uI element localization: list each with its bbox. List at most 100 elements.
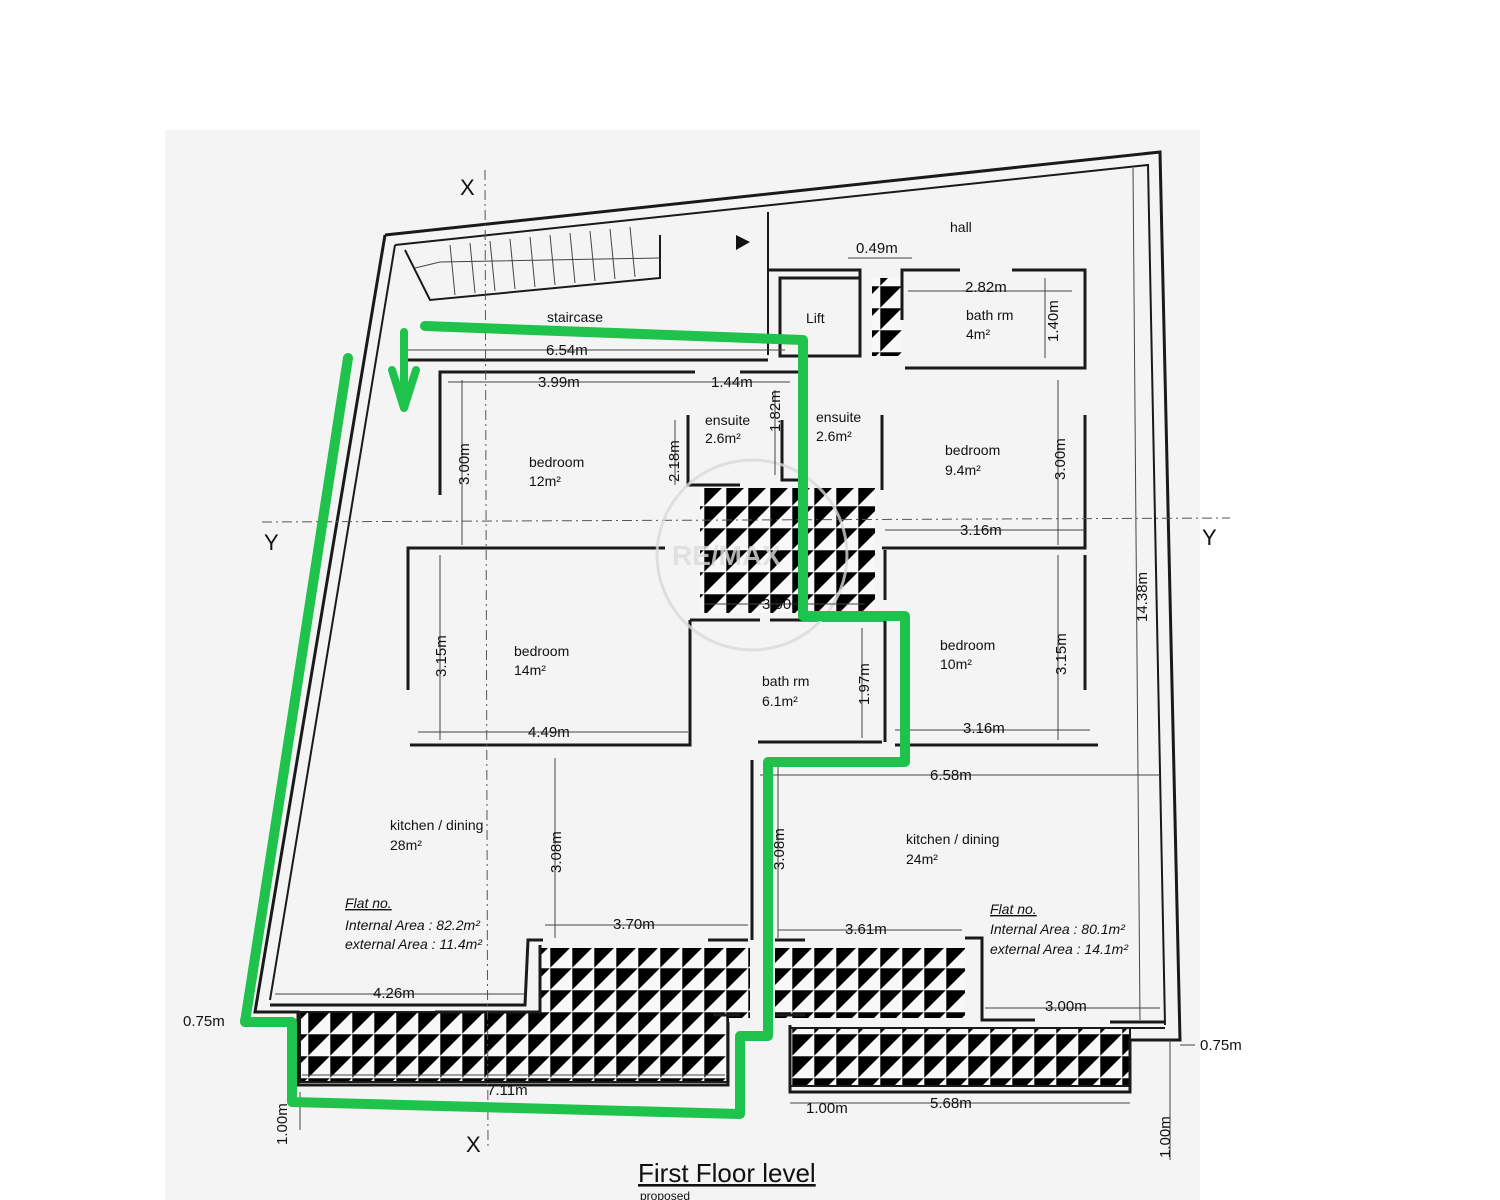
bath-top-wall-left — [900, 268, 960, 320]
bedroom-c-wall-top — [406, 546, 665, 690]
lift-label: Lift — [806, 310, 825, 326]
dim-2-18: 2.18m — [666, 440, 683, 482]
dim-1-40: 1.40m — [1045, 300, 1062, 342]
dim-3-61: 3.61m — [845, 921, 887, 938]
drawing-subtitle: proposed — [640, 1189, 690, 1200]
bedroom-d-area: 10m² — [940, 656, 972, 672]
bedroom-a-wall — [438, 370, 695, 495]
terrace-right — [789, 1027, 1131, 1087]
axis-y-label-left: Y — [264, 530, 279, 555]
ensuite-divider — [780, 420, 800, 482]
bedroom-b-area: 9.4m² — [945, 462, 981, 478]
bedroom-b-name: bedroom — [945, 442, 1000, 458]
flat-right-external: external Area : 14.1m² — [990, 941, 1129, 957]
highlight-boundary — [240, 321, 910, 1119]
dim-7-11: 7.11m — [487, 1082, 528, 1099]
staircase-steps — [404, 226, 661, 302]
ensuite-right-area: 2.6m² — [816, 428, 852, 444]
kitchen-left-name: kitchen / dining — [390, 817, 483, 833]
flat-left-external: external Area : 11.4m² — [345, 936, 483, 952]
dim-1-82: 1.82m — [767, 390, 784, 432]
flat-left-internal: Internal Area : 82.2m² — [345, 917, 481, 933]
lift-top-wall — [768, 268, 862, 280]
outer-wall-right — [384, 150, 1182, 1094]
dim-0-75-right: 0.75m — [1200, 1037, 1242, 1054]
dim-3-16-a: 3.16m — [960, 522, 1002, 539]
dim-3-00-b: 3.00m — [1052, 438, 1069, 480]
dim-6-58: 6.58m — [930, 767, 972, 784]
bedroom-a-area: 12m² — [529, 473, 561, 489]
dim-3-99: 3.99m — [538, 374, 580, 391]
dim-1-44: 1.44m — [711, 374, 753, 391]
bedroom-b-wall — [882, 415, 1087, 550]
inner-wall-top — [394, 163, 1166, 1026]
flat-right-internal: Internal Area : 80.1m² — [990, 921, 1126, 937]
kitchen-right-name: kitchen / dining — [906, 831, 999, 847]
dim-1-00-b: 1.00m — [806, 1100, 848, 1117]
outer-wall-left — [253, 234, 730, 1087]
dim-3-00-c: 3.00m — [762, 596, 804, 613]
hall-tiles — [872, 278, 902, 356]
dim-1-97: 1.97m — [856, 663, 873, 705]
dim-5-68: 5.68m — [930, 1095, 972, 1112]
axis-y-line — [261, 517, 1231, 523]
balcony-right-tiles — [775, 948, 965, 1018]
dim-3-08-a: 3.08m — [548, 831, 565, 873]
bath-mid-name: bath rm — [762, 673, 809, 689]
bath-top-wall — [905, 268, 1087, 370]
dim-2-82: 2.82m — [965, 279, 1007, 296]
watermark: RE/MAX — [655, 458, 849, 652]
dim-3-00-a: 3.00m — [456, 443, 473, 485]
dim-1-00-c: 1.00m — [1157, 1116, 1174, 1158]
balcony-left-tiles — [540, 948, 750, 1018]
axis-y-label-right: Y — [1202, 525, 1217, 550]
bath-mid-area: 6.1m² — [762, 693, 798, 709]
balcony-right-start — [775, 938, 805, 1017]
inner-wall-left — [269, 244, 396, 1001]
dimension-lines — [240, 167, 1195, 1160]
axis-x-label-top: X — [460, 175, 475, 200]
dim-6-54: 6.54m — [546, 342, 588, 359]
dim-0-75-left: 0.75m — [183, 1013, 225, 1030]
dim-3-08-b: 3.08m — [771, 828, 788, 870]
ensuite-right-name: ensuite — [816, 409, 861, 425]
flat-left-heading: Flat no. — [345, 895, 392, 911]
watermark-text: RE/MAX — [672, 540, 781, 571]
dim-3-15-b: 3.15m — [1053, 633, 1070, 675]
hall-label: hall — [950, 219, 972, 235]
dim-14-38: 14.38m — [1134, 572, 1151, 622]
bedroom-c-area: 14m² — [514, 662, 546, 678]
lift-shaft — [778, 276, 862, 358]
kitchen-left-area: 28m² — [390, 837, 422, 853]
ensuite-left-area: 2.6m² — [705, 430, 741, 446]
ensuite-left-name: ensuite — [705, 412, 750, 428]
axis-x-label-bottom: X — [466, 1132, 481, 1157]
dim-3-00-d: 3.00m — [1045, 998, 1087, 1015]
dim-3-15-a: 3.15m — [433, 635, 450, 677]
bedroom-c-wall — [410, 620, 692, 747]
bedroom-d-name: bedroom — [940, 637, 995, 653]
dim-3-16-b: 3.16m — [963, 720, 1005, 737]
terrace-left — [299, 1011, 729, 1083]
dim-4-26: 4.26m — [373, 985, 415, 1002]
drawing-title: First Floor level — [638, 1158, 816, 1188]
bedroom-a-name: bedroom — [529, 454, 584, 470]
dim-4-49: 4.49m — [528, 724, 570, 741]
balcony-left-wall — [270, 938, 543, 1007]
balcony-left-end — [708, 938, 748, 1017]
dim-1-00-a: 1.00m — [274, 1103, 291, 1145]
staircase-label: staircase — [547, 309, 603, 325]
kitchen-right-area: 24m² — [906, 851, 938, 867]
highlight-arrow — [388, 328, 420, 412]
axis-x-line — [484, 169, 489, 1151]
dim-0-49: 0.49m — [856, 240, 898, 257]
dim-3-70: 3.70m — [613, 916, 655, 933]
bath-top-name: bath rm — [966, 307, 1013, 323]
stair-direction-arrow — [736, 235, 750, 250]
balcony-right-wall — [965, 936, 1165, 1024]
bedroom-c-name: bedroom — [514, 643, 569, 659]
flat-right-heading: Flat no. — [990, 901, 1037, 917]
bath-top-area: 4m² — [966, 326, 990, 342]
balcony-left-inner — [435, 945, 542, 1014]
